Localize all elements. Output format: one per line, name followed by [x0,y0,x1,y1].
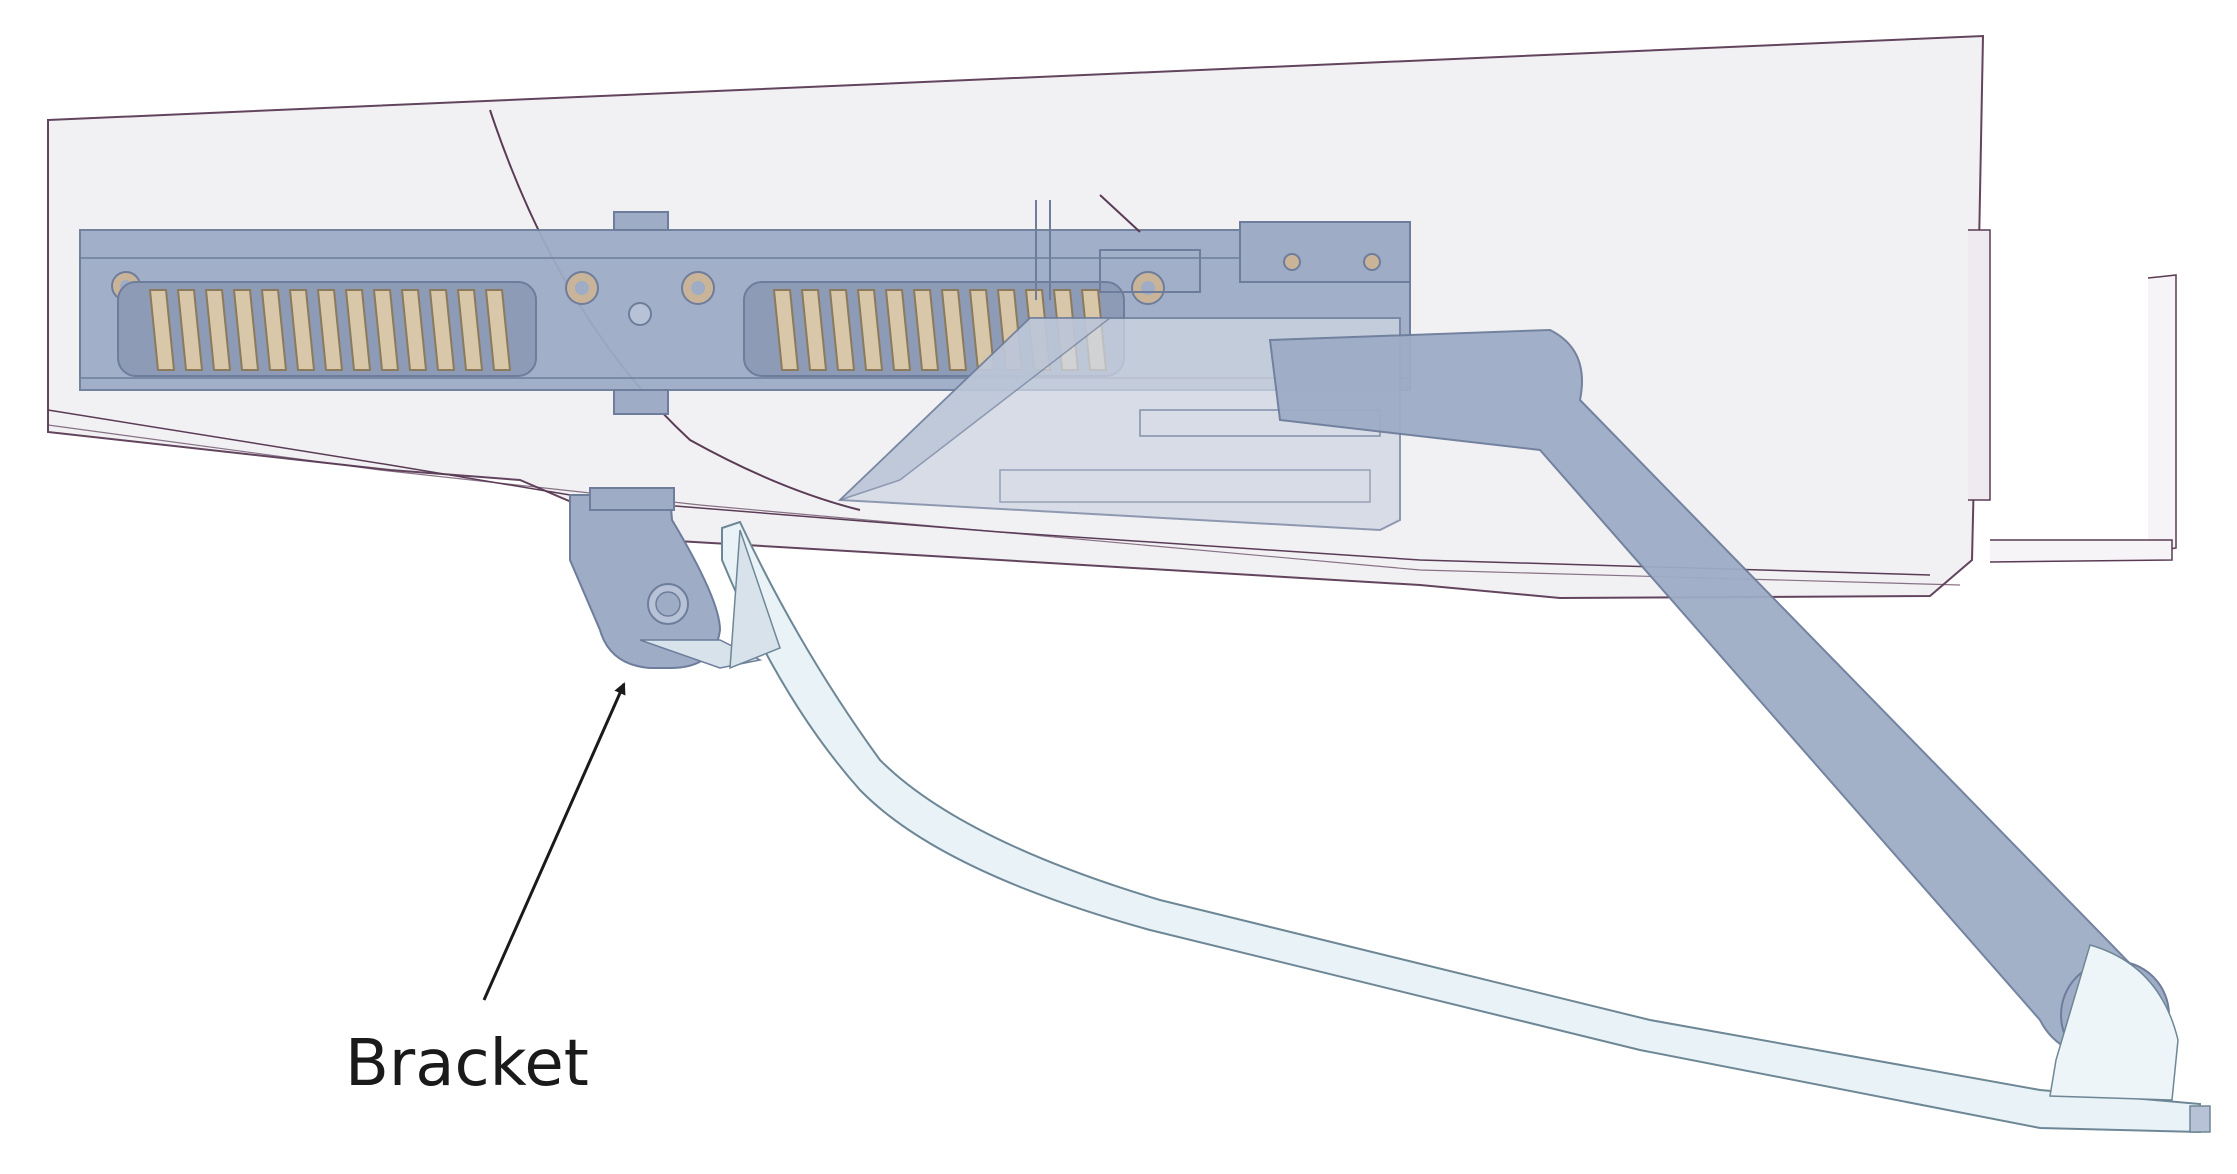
bracket-callout: Bracket [345,682,626,1101]
carriage-block [837,194,1401,532]
flap-panel [721,520,2211,1134]
bracket [569,487,763,669]
callout-label: Bracket [345,1027,589,1101]
callout-arrow [482,682,626,1001]
spring-coil-left [117,281,537,377]
